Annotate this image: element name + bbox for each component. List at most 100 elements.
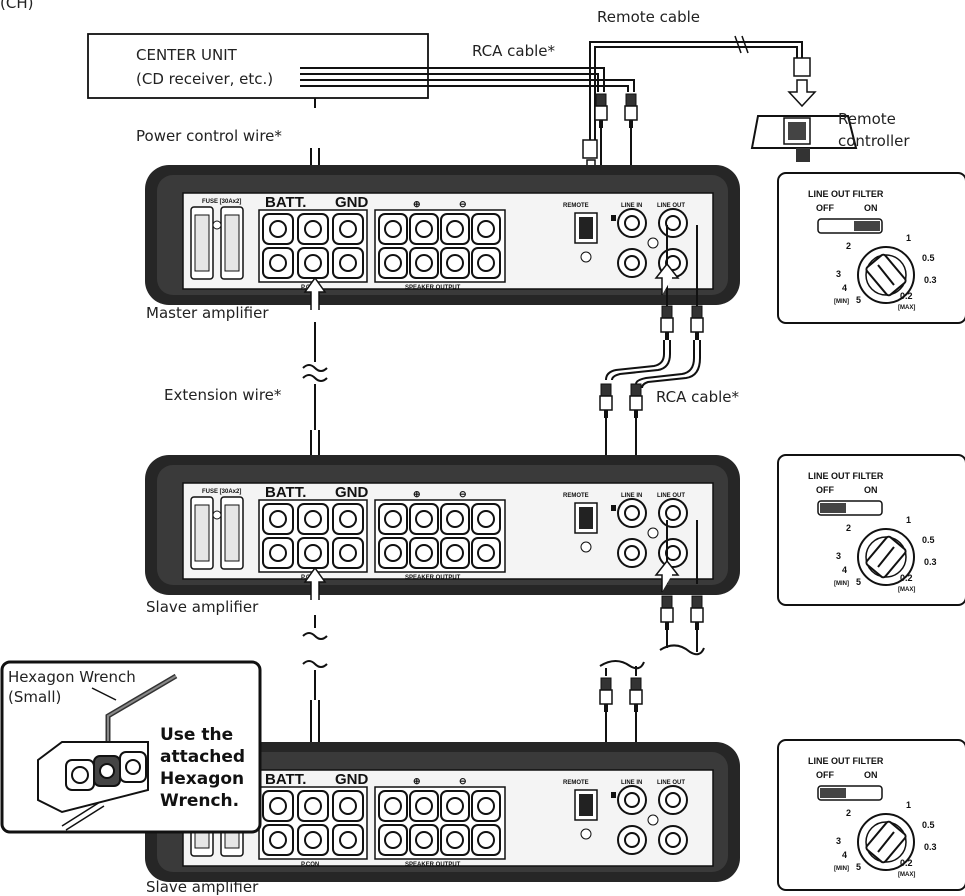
filter-title: LINE OUT FILTER [808,471,884,481]
filter-on-label: ON [864,770,878,780]
filter-min: [MIN] [834,866,849,872]
power-control-wire-label: Power control wire* [136,127,282,145]
speaker-output-label: SPEAKER OUTPUT [405,862,461,868]
rca-plug-right-mid2 [629,383,643,419]
remote-cable-label: Remote cable [597,8,700,26]
wrench-inset: Hexagon Wrench (Small) Use the attached … [0,660,262,834]
filter-max: [MAX] [898,872,915,878]
filter-v2: 2 [846,523,851,533]
rca-cable-top [300,67,635,92]
filter-box-master: LINE OUT FILTER OFF ON 1 2 3 4 5 [MIN] 0… [777,172,965,324]
up-arrow-icon [303,566,327,600]
center-unit-subtitle: (CD receiver, etc.) [136,70,273,88]
filter-v5: 5 [856,862,861,872]
master-amplifier-label: Master amplifier [146,304,269,322]
remote-plug [582,139,598,159]
center-unit-title: CENTER UNIT [136,46,238,64]
filter-v3: 3 [836,836,841,846]
filter-v1: 1 [906,233,911,243]
remote-label: REMOTE [563,493,589,499]
filter-off-label: OFF [816,203,834,213]
slave-amplifier-2-label: Slave amplifier [146,878,259,896]
plus-icon: ⊕ [413,489,421,499]
batt-label: BATT. [265,771,306,788]
filter-v4: 4 [842,850,847,860]
minus-icon: ⊖ [459,489,467,499]
filter-v03: 0.3 [924,557,937,567]
wrench-instruction-2: attached [160,747,245,767]
speaker-output-label: SPEAKER OUTPUT [405,575,461,581]
wrench-instruction-3: Hexagon [160,769,244,789]
line-in-label: LINE IN [621,203,642,209]
master-amplifier: FUSE [30Ax2] BATT. GND P.CON SPEAKER OUT… [144,164,741,306]
remote-label: REMOTE [563,203,589,209]
filter-min: [MIN] [834,299,849,305]
filter-v05: 0.5 [922,253,935,263]
filter-v02: 0.2 [900,573,913,583]
filter-v2: 2 [846,808,851,818]
rca-plug-left-top [594,93,608,129]
batt-label: BATT. [265,484,306,501]
fuse-label: FUSE [30Ax2] [202,199,241,205]
filter-min: [MIN] [834,581,849,587]
page-fragment-label: (CH) [0,0,33,12]
rca-plug-left-low [660,595,674,631]
center-unit-box [87,33,429,99]
line-out-label: LINE OUT [657,203,685,209]
filter-max: [MAX] [898,305,915,311]
gnd-label: GND [335,771,369,788]
remote-controller-label-line2: controller [838,132,910,150]
wrench-subtitle: (Small) [8,688,61,706]
gnd-label: GND [335,484,369,501]
rca-plug-left-mid [660,305,674,341]
rca-cable-mid-label: RCA cable* [656,388,740,406]
rca-plug-left-slave2 [599,677,613,713]
filter-v03: 0.3 [924,842,937,852]
extension-wire-label: Extension wire* [164,386,282,404]
line-in-label: LINE IN [621,780,642,786]
slave-amplifier-2: BATT. GND P.CON SPEAKER OUTPUT REMOTE LI… [144,741,741,883]
wrench-title: Hexagon Wrench [8,668,136,686]
rca-plug-right-top [624,93,638,129]
filter-v1: 1 [906,800,911,810]
gnd-label: GND [335,194,369,211]
line-out-label: LINE OUT [657,493,685,499]
filter-box-slave-1: LINE OUT FILTER OFF ON 1 2 3 4 5 [MIN] 0… [777,454,965,606]
batt-label: BATT. [265,194,306,211]
minus-icon: ⊖ [459,199,467,209]
fuse-label: FUSE [30Ax2] [202,489,241,495]
center-unit: CENTER UNIT (CD receiver, etc.) [87,33,429,99]
filter-v1: 1 [906,515,911,525]
line-in-label: LINE IN [621,493,642,499]
rca-cable-top-label: RCA cable* [472,42,556,60]
filter-v4: 4 [842,565,847,575]
speaker-output-label: SPEAKER OUTPUT [405,285,461,291]
pcon-label: P.CON [301,862,319,868]
filter-title: LINE OUT FILTER [808,756,884,766]
filter-v3: 3 [836,269,841,279]
filter-on-label: ON [864,485,878,495]
filter-v5: 5 [856,295,861,305]
filter-on-label: ON [864,203,878,213]
rca-cable-mid [605,225,701,389]
filter-off-label: OFF [816,770,834,780]
remote-controller [750,115,858,162]
filter-v2: 2 [846,241,851,251]
up-arrow-icon [654,559,680,592]
filter-v4: 4 [842,283,847,293]
filter-v05: 0.5 [922,535,935,545]
filter-max: [MAX] [898,587,915,593]
filter-title: LINE OUT FILTER [808,189,884,199]
minus-icon: ⊖ [459,776,467,786]
up-arrow-icon [303,276,327,310]
down-arrow-icon [787,79,817,108]
remote-cable [589,35,803,140]
slave-amplifier-1-label: Slave amplifier [146,598,259,616]
filter-v05: 0.5 [922,820,935,830]
wrench-instruction-4: Wrench. [160,791,239,811]
filter-off-label: OFF [816,485,834,495]
filter-v02: 0.2 [900,291,913,301]
remote-label: REMOTE [563,780,589,786]
rca-plug-left-mid2 [599,383,613,419]
terminal-block-icon [37,741,149,814]
